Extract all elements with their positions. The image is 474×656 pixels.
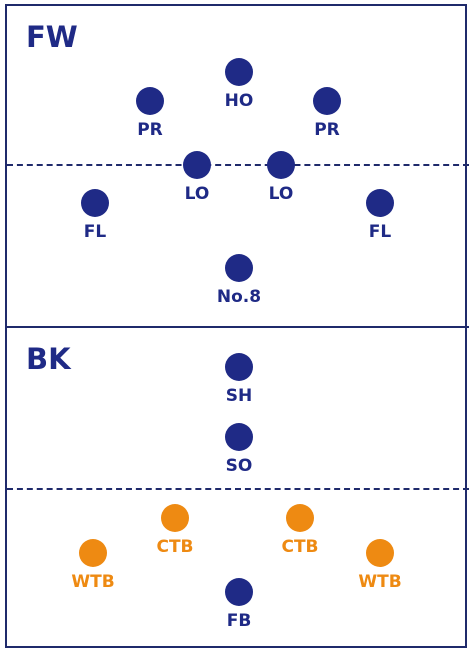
player-pr-left: PR — [110, 87, 190, 140]
player-no8: No.8 — [199, 254, 279, 307]
position-label: No.8 — [216, 287, 262, 307]
player-fb: FB — [199, 578, 279, 631]
player-marker — [286, 504, 314, 532]
position-label: WTB — [358, 572, 402, 592]
position-label: PR — [314, 120, 340, 140]
position-label: WTB — [71, 572, 115, 592]
player-marker — [366, 539, 394, 567]
player-wtb-right: WTB — [340, 539, 420, 592]
player-marker — [313, 87, 341, 115]
player-marker — [366, 189, 394, 217]
position-label: LO — [268, 184, 294, 204]
player-marker — [161, 504, 189, 532]
player-marker — [267, 151, 295, 179]
player-ctb-right: CTB — [260, 504, 340, 557]
player-marker — [225, 58, 253, 86]
player-pr-right: PR — [287, 87, 367, 140]
player-lo-left: LO — [157, 151, 237, 204]
position-label: PR — [137, 120, 163, 140]
section-divider — [5, 326, 469, 328]
forwards-section-title: FW — [26, 20, 78, 54]
player-sh: SH — [199, 353, 279, 406]
player-so: SO — [199, 423, 279, 476]
position-label: SH — [225, 386, 253, 406]
player-marker — [79, 539, 107, 567]
position-label: FL — [83, 222, 107, 242]
position-label: HO — [224, 91, 254, 111]
player-fl-left: FL — [55, 189, 135, 242]
player-marker — [225, 578, 253, 606]
player-ho: HO — [199, 58, 279, 111]
player-marker — [136, 87, 164, 115]
player-lo-right: LO — [241, 151, 321, 204]
player-marker — [183, 151, 211, 179]
forward-dashed-line — [7, 164, 469, 166]
player-marker — [81, 189, 109, 217]
position-label: FL — [368, 222, 392, 242]
player-marker — [225, 423, 253, 451]
position-label: CTB — [281, 537, 319, 557]
player-wtb-left: WTB — [53, 539, 133, 592]
player-marker — [225, 353, 253, 381]
back-dashed-line — [7, 488, 469, 490]
player-fl-right: FL — [340, 189, 420, 242]
position-label: LO — [184, 184, 210, 204]
position-label: CTB — [156, 537, 194, 557]
position-label: FB — [226, 611, 252, 631]
backs-section-title: BK — [26, 342, 71, 376]
position-label: SO — [225, 456, 253, 476]
player-ctb-left: CTB — [135, 504, 215, 557]
player-marker — [225, 254, 253, 282]
